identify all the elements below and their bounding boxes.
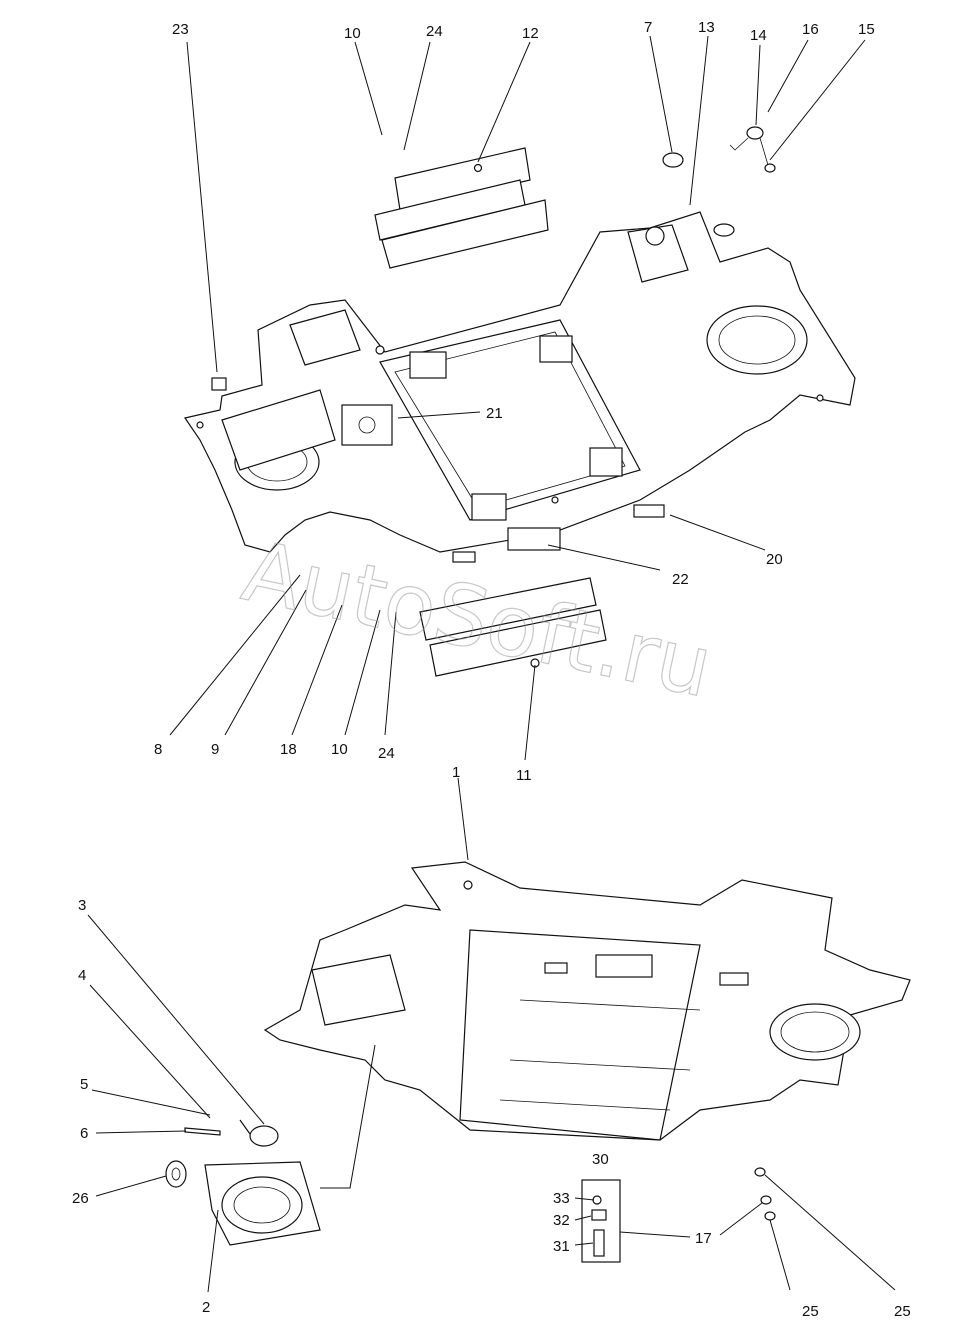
slew-drive-assembly (165, 1119, 321, 1246)
callout-10-bottom: 10 (331, 741, 348, 758)
callout-24-bottom: 24 (378, 745, 395, 762)
kit-frame (581, 1179, 621, 1263)
callout-17: 17 (695, 1230, 712, 1247)
gauge-part (746, 126, 764, 140)
callout-5: 5 (80, 1076, 88, 1093)
small-parts-bottom (754, 1167, 776, 1221)
washer (165, 1160, 187, 1188)
callout-18: 18 (280, 741, 297, 758)
callout-23: 23 (172, 21, 189, 38)
leader-lines (87, 35, 896, 1293)
callout-14: 14 (750, 27, 767, 44)
upper-frame-assembly (184, 211, 856, 563)
upper-cover-plates (374, 147, 549, 269)
right-slew-ring (706, 305, 808, 375)
inset-kit-box (581, 1179, 621, 1263)
callout-11: 11 (516, 767, 532, 784)
mount-pad (539, 335, 573, 363)
callout-6: 6 (80, 1125, 88, 1142)
callout-33: 33 (553, 1190, 570, 1207)
callout-7: 7 (644, 19, 652, 36)
lower-deck (459, 929, 701, 1141)
mount-pad (409, 351, 447, 379)
callout-13: 13 (698, 19, 715, 36)
callout-3: 3 (78, 897, 86, 914)
callout-1: 1 (452, 764, 460, 781)
inspection-hatch (507, 527, 561, 551)
callout-12: 12 (522, 25, 539, 42)
callout-25-left: 25 (802, 1303, 819, 1320)
small-parts-top (662, 126, 776, 237)
callout-4: 4 (78, 967, 86, 984)
lower-cover-plates (419, 577, 607, 677)
mount-pad (471, 493, 507, 521)
watermark-text: AutoSoft.ru (235, 522, 720, 717)
callout-24-top: 24 (426, 23, 443, 40)
left-box (221, 389, 336, 471)
callout-numbers: 23 10 24 12 7 13 14 16 15 21 20 22 8 9 1… (72, 19, 911, 1320)
lower-right-slew-ring (769, 1003, 861, 1061)
callout-10-top: 10 (344, 25, 361, 42)
cover-plate (341, 404, 393, 446)
cap-part (662, 152, 684, 168)
callout-16: 16 (802, 21, 819, 38)
callout-15: 15 (858, 21, 875, 38)
pin (184, 1127, 221, 1136)
callout-25-right: 25 (894, 1303, 911, 1320)
callout-30: 30 (592, 1151, 609, 1168)
callout-8: 8 (154, 741, 162, 758)
mount-pad (589, 447, 623, 477)
callout-9: 9 (211, 741, 219, 758)
callout-21: 21 (486, 405, 503, 422)
lower-frame-assembly (263, 861, 911, 1141)
callout-22: 22 (672, 571, 689, 588)
callout-31: 31 (553, 1238, 570, 1255)
seal-part (713, 223, 735, 237)
callout-2: 2 (202, 1299, 210, 1316)
callout-32: 32 (553, 1212, 570, 1229)
callout-20: 20 (766, 551, 783, 568)
motor (249, 1125, 279, 1147)
callout-26: 26 (72, 1190, 89, 1207)
